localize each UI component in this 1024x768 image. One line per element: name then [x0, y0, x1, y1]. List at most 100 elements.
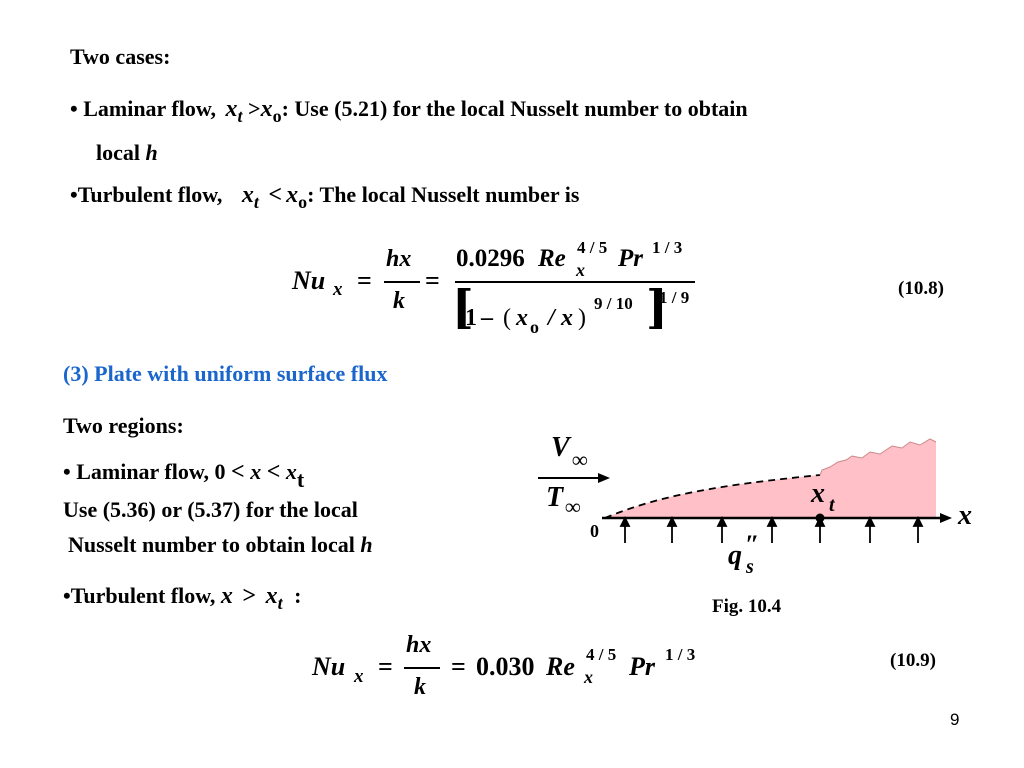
eq108-equals-2: =	[425, 266, 440, 295]
eq108-bracket-exp: 1 / 9	[659, 288, 690, 307]
eq109-number: (10.9)	[890, 650, 936, 671]
turbulent-edge	[819, 438, 937, 476]
local-word: local	[96, 140, 140, 165]
plate-diagram	[538, 438, 952, 543]
bullet-laminar-flow: • Laminar flow, xt >xo: Use (5.21) for t…	[70, 96, 748, 126]
eq108-den-x2: x	[561, 305, 573, 331]
cond-t: t	[237, 106, 243, 126]
lam-lt-2: <	[266, 459, 281, 485]
eq108-den-rparen: )	[578, 305, 586, 331]
section-turbulent-bullet: •Turbulent flow, x > xt :	[63, 583, 302, 613]
section-turbulent-prefix: •Turbulent flow,	[63, 583, 216, 608]
boundary-layer-dashed-line	[604, 474, 821, 519]
eq109-re-sub: x	[584, 667, 593, 687]
fig-inf-1: ∞	[572, 447, 588, 472]
bullet-laminar-prefix: • Laminar flow,	[70, 96, 217, 121]
eq108-den-one: 1	[465, 305, 477, 331]
fig-q-prime: ″	[745, 530, 760, 559]
cond-gt: >	[248, 96, 261, 121]
eq108-equals-1: =	[357, 266, 372, 295]
eq109-re: Re	[546, 652, 575, 681]
eq109-equals-2: =	[451, 652, 466, 681]
section-laminar-prefix: • Laminar flow, 0	[63, 459, 226, 484]
lam-xt: x	[285, 459, 297, 484]
cond-o: o	[272, 106, 282, 126]
turb-gt: >	[242, 583, 257, 609]
section-laminar-bullet: • Laminar flow, 0 < x < xt	[63, 459, 304, 492]
eq108-right-bracket: ]	[646, 280, 668, 334]
eq109-coef: 0.030	[476, 652, 535, 681]
local-h: h	[145, 140, 158, 165]
eq109-re-exp: 4 / 5	[586, 645, 617, 664]
eq108-den-x: x	[516, 305, 528, 331]
eq108-pr: Pr	[618, 245, 643, 272]
eq108-hx: hx	[386, 246, 412, 272]
section-laminar-line3: Nusselt number to obtain local h	[68, 532, 373, 558]
cond2-x2: x	[286, 182, 299, 208]
eq108-den-lparen: (	[503, 305, 511, 331]
section-heading: (3) Plate with uniform surface flux	[63, 361, 388, 386]
eq108-re-exp: 4 / 5	[577, 238, 608, 257]
eq109-hx: hx	[406, 632, 432, 658]
cond-x: x	[225, 96, 238, 122]
bullet-laminar-text: : Use (5.21) for the local Nusselt numbe…	[281, 96, 748, 121]
eq108-den-slash: /	[548, 305, 555, 331]
eq109-nu-sub: x	[354, 666, 364, 687]
eq109-k: k	[414, 674, 426, 700]
lam-x: x	[250, 459, 262, 484]
lam-line3-text: Nusselt number to obtain local	[68, 532, 355, 557]
fig-x-axis-label: x	[958, 500, 972, 531]
transition-point	[815, 513, 825, 523]
eq108-pr-exp: 1 / 3	[652, 238, 683, 257]
cond2-lt: <	[268, 182, 283, 208]
eq108-left-bracket: [	[452, 280, 474, 334]
eq108-den-minus: –	[481, 305, 493, 331]
eq108-number: (10.8)	[898, 278, 944, 299]
two-cases-label: Two cases:	[70, 44, 171, 69]
eq108-frac-line-1	[384, 281, 420, 283]
fig-q: q	[728, 540, 742, 571]
eq108-frac-line-2	[455, 281, 695, 283]
fig-origin: 0	[590, 521, 599, 541]
eq108-nu-sub: x	[333, 279, 343, 300]
heat-flux-arrows	[619, 515, 924, 543]
eq108-k: k	[393, 288, 405, 314]
section-laminar-line2: Use (5.36) or (5.37) for the local	[63, 497, 358, 522]
cond2-t: t	[253, 192, 259, 212]
eq109-nu: Nu	[312, 652, 346, 681]
cond-x2: x	[260, 96, 273, 122]
lam-lt-1: <	[231, 459, 245, 485]
bullet-turbulent-flow: •Turbulent flow, xt <xo: The local Nusse…	[70, 182, 580, 212]
x-axis-arrow-head	[940, 513, 952, 523]
fig-xt-sub: t	[829, 494, 835, 516]
lam-t: t	[296, 467, 305, 492]
fig-q-sub: s	[746, 556, 754, 578]
eq109-frac-line	[404, 667, 440, 669]
bullet-laminar-line2: local h	[96, 140, 158, 166]
cond2-x: x	[241, 182, 254, 208]
eq108-nu: Nu	[292, 266, 326, 295]
lam-line3-h: h	[360, 532, 373, 557]
fig-caption: Fig. 10.4	[712, 596, 782, 617]
eq108-coef: 0.0296	[456, 245, 525, 272]
fig-v: V	[551, 432, 570, 463]
bullet-turbulent-prefix: •Turbulent flow,	[70, 182, 223, 207]
fig-t: T	[546, 482, 564, 513]
cond2-o: o	[298, 192, 308, 212]
fig-xt: x	[811, 478, 825, 509]
page-number: 9	[950, 710, 960, 729]
turb-xt: x	[265, 583, 278, 609]
eq108-den-o: o	[530, 317, 539, 337]
eq108-re: Re	[538, 245, 566, 272]
bullet-turbulent-text: : The local Nusselt number is	[307, 182, 580, 207]
eq108-re-sub: x	[576, 260, 585, 280]
eq109-pr: Pr	[629, 652, 655, 681]
two-regions-label: Two regions:	[63, 413, 184, 438]
fig-inf-2: ∞	[565, 494, 581, 519]
flow-arrow-head	[598, 473, 610, 483]
boundary-layer-fill	[605, 439, 936, 518]
turb-t: t	[277, 593, 283, 613]
eq109-equals-1: =	[378, 652, 393, 681]
turb-colon: :	[294, 583, 302, 608]
eq109-pr-exp: 1 / 3	[665, 645, 696, 664]
